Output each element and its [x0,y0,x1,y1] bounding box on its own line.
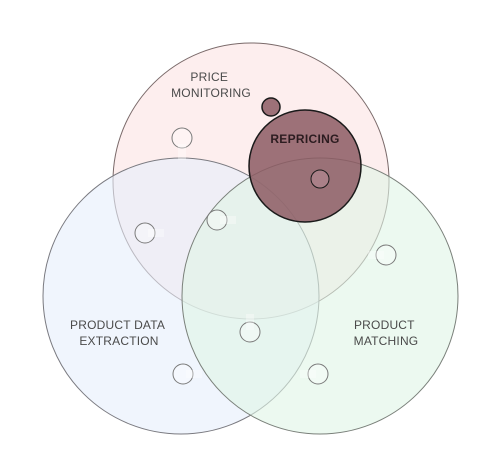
puzzle-knob-bottom-center [239,314,261,343]
puzzle-knob-bottom-left [172,363,202,385]
puzzle-knob-bottom-right [300,363,329,385]
repricing-piece [248,97,362,223]
repricing-label: REPRICING [270,132,339,146]
puzzle-knob-inner [206,209,236,231]
product-matching-label-line-1: PRODUCT [354,318,415,332]
price-monitoring-label: PRICE MONITORING [171,70,251,100]
puzzle-knob-top [171,127,193,160]
puzzle-connectors [134,127,397,385]
puzzle-knob-right [368,244,397,266]
repricing-inner-knob [310,169,330,189]
product-data-extraction-label-line-1: PRODUCT DATA [70,318,165,332]
puzzle-knob-left [134,222,164,244]
product-data-extraction-label: PRODUCT DATA EXTRACTION [70,318,168,348]
product-matching-label: PRODUCT MATCHING [354,318,419,348]
product-data-extraction-label-line-2: EXTRACTION [79,334,158,348]
repricing-circle [248,109,362,223]
price-monitoring-label-line-1: PRICE [190,70,228,84]
price-monitoring-label-line-2: MONITORING [171,86,251,100]
repricing-knob [261,97,281,117]
product-matching-label-line-2: MATCHING [354,334,419,348]
